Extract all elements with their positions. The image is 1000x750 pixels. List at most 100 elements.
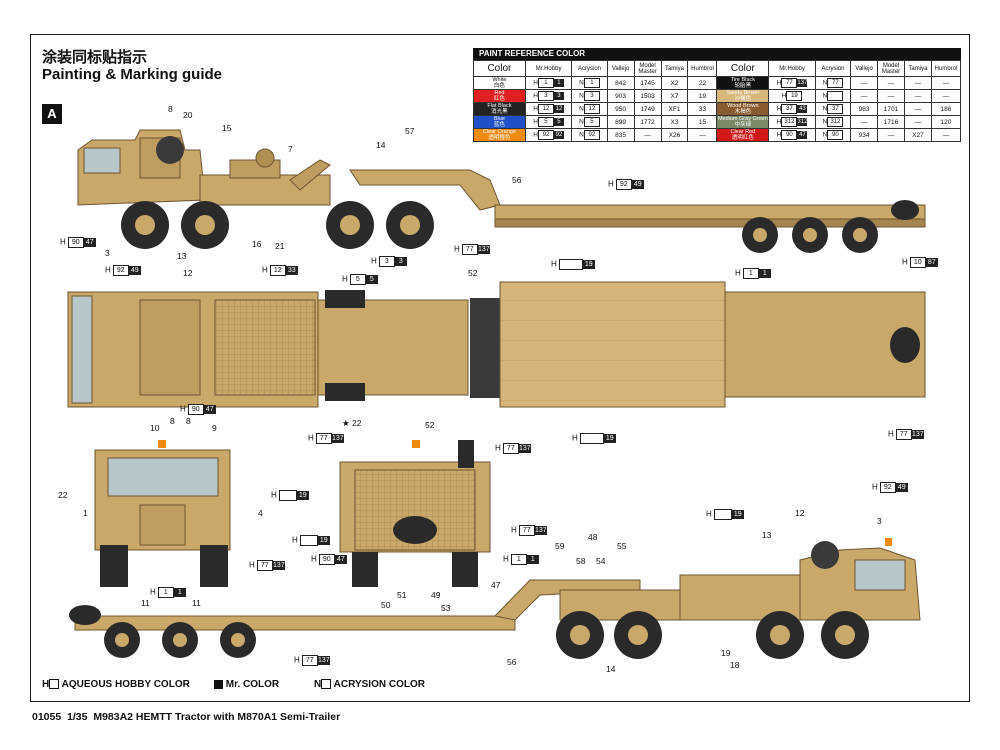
callout-8-plan: 8	[170, 416, 175, 426]
callout-51-rear: 51	[397, 590, 407, 600]
rear-view-illustration	[339, 440, 491, 587]
callout-7: 7	[288, 144, 293, 154]
callout-56: 56	[512, 175, 522, 185]
callout-12-bottom: 12	[795, 508, 805, 518]
callout-14-bottom: 14	[606, 664, 616, 674]
callout-48: 48	[588, 532, 598, 542]
side-view-reverse-illustration	[69, 538, 921, 659]
callout-56-bottom: 56	[507, 657, 517, 667]
callout-3: 3	[105, 248, 110, 258]
callout-59: 59	[555, 541, 565, 551]
callout-18-bottom: 18	[730, 660, 740, 670]
title-english: Painting & Marking guide	[42, 66, 223, 83]
callout-57: 57	[405, 126, 415, 136]
title-chinese: 涂装同标贴指示	[42, 48, 148, 66]
callout-1-front: 1	[83, 508, 88, 518]
callout-58: 58	[576, 556, 586, 566]
callout-53-rear: 53	[441, 603, 451, 613]
acrysion-code: N	[814, 89, 852, 103]
callout-54: 54	[596, 556, 606, 566]
side-view-illustration	[77, 129, 926, 253]
callout-47: 47	[491, 580, 501, 590]
paint-table-grid: Color Mr.Hobby Acrysion Vallejo Model Ma…	[473, 60, 962, 142]
callout-52-rear: 52	[425, 420, 435, 430]
callout-21: 21	[275, 241, 285, 251]
legend-acrysion: N ACRYSION COLOR	[314, 679, 425, 690]
callout-13: 13	[177, 251, 187, 261]
humbrol-code: —	[930, 128, 962, 142]
tamiya-code: X27	[903, 128, 932, 142]
callout-3-bottom: 3	[877, 516, 882, 526]
callout-55: 55	[617, 541, 627, 551]
view-label: A	[42, 104, 62, 124]
callout-20: 20	[183, 110, 193, 120]
paint-table-heading: PAINT REFERENCE COLOR	[473, 48, 961, 60]
callout-19-bottom: 19	[721, 648, 731, 658]
front-view-illustration	[94, 440, 231, 587]
callout-10-front: 10	[150, 423, 160, 433]
plan-view-illustration	[67, 281, 926, 408]
callout-11-front-left: 11	[141, 598, 150, 608]
callout-22-plan: ★ 22	[342, 418, 362, 428]
legend-aqueous: H AQUEOUS HOBBY COLOR	[42, 679, 190, 690]
callout-16: 16	[252, 239, 262, 249]
callout-22-front: 22	[58, 490, 68, 500]
callout-15: 15	[222, 123, 232, 133]
callout-4-front: 4	[258, 508, 263, 518]
callout-13-bottom: 13	[762, 530, 772, 540]
callout-8: 8	[168, 104, 173, 114]
callout-11-front-right: 11	[192, 598, 201, 608]
col-humbrol: Humbrol	[687, 60, 718, 77]
paint-reference-table: PAINT REFERENCE COLOR Color Mr.Hobby Acr…	[473, 48, 962, 142]
callout-8-front: 8	[186, 416, 191, 426]
callout-50-rear: 50	[381, 600, 391, 610]
callout-52-plan: 52	[468, 268, 478, 278]
